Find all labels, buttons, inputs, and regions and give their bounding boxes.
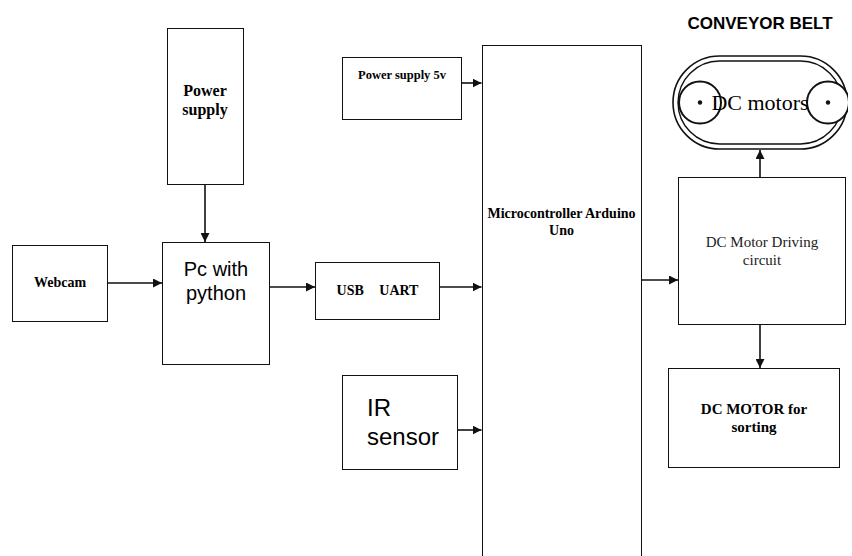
belt-label: DC motors — [711, 89, 808, 115]
arrow-connector — [440, 286, 482, 288]
box-label: Power supply 5v — [358, 68, 446, 83]
microcontroller-box: Microcontroller Arduino Uno — [482, 45, 642, 556]
usb-uart-box: USB UART — [315, 262, 440, 320]
power-supply-box: Power supply — [167, 28, 244, 185]
pulley-axle — [826, 100, 830, 104]
arrow-connector — [642, 279, 679, 281]
box-label: DC Motor Driving circuit — [700, 233, 825, 269]
arrow-connector — [462, 82, 482, 84]
box-label: IR sensor — [367, 394, 439, 452]
box-label: Pc with python — [171, 257, 261, 305]
motor-driver-box: DC Motor Driving circuit — [678, 177, 846, 325]
pc-box: Pc with python — [162, 242, 270, 365]
arrow-connector — [270, 286, 315, 288]
pulley-symbol — [807, 82, 848, 124]
conveyor-belt: CONVEYOR BELT DC motors — [672, 10, 848, 150]
sensor-box: IR sensor — [342, 375, 458, 470]
arrow-connector — [108, 282, 162, 284]
box-label: Webcam — [34, 275, 86, 292]
motor-box: DC MOTOR for sorting — [668, 368, 840, 468]
power-supply-box: Power supply 5v — [342, 57, 462, 120]
box-label: USB UART — [337, 283, 419, 300]
box-label: Microcontroller Arduino Uno — [483, 206, 641, 240]
arrow-connector — [458, 429, 482, 431]
webcam-box: Webcam — [12, 245, 108, 322]
box-label: Power supply — [168, 81, 243, 119]
arrow-connector — [759, 325, 761, 368]
arrow-connector — [759, 150, 761, 177]
arrow-connector — [204, 185, 206, 242]
box-label: DC MOTOR for sorting — [689, 400, 819, 436]
pulley-axle — [698, 100, 702, 104]
belt-heading: CONVEYOR BELT — [687, 14, 832, 34]
